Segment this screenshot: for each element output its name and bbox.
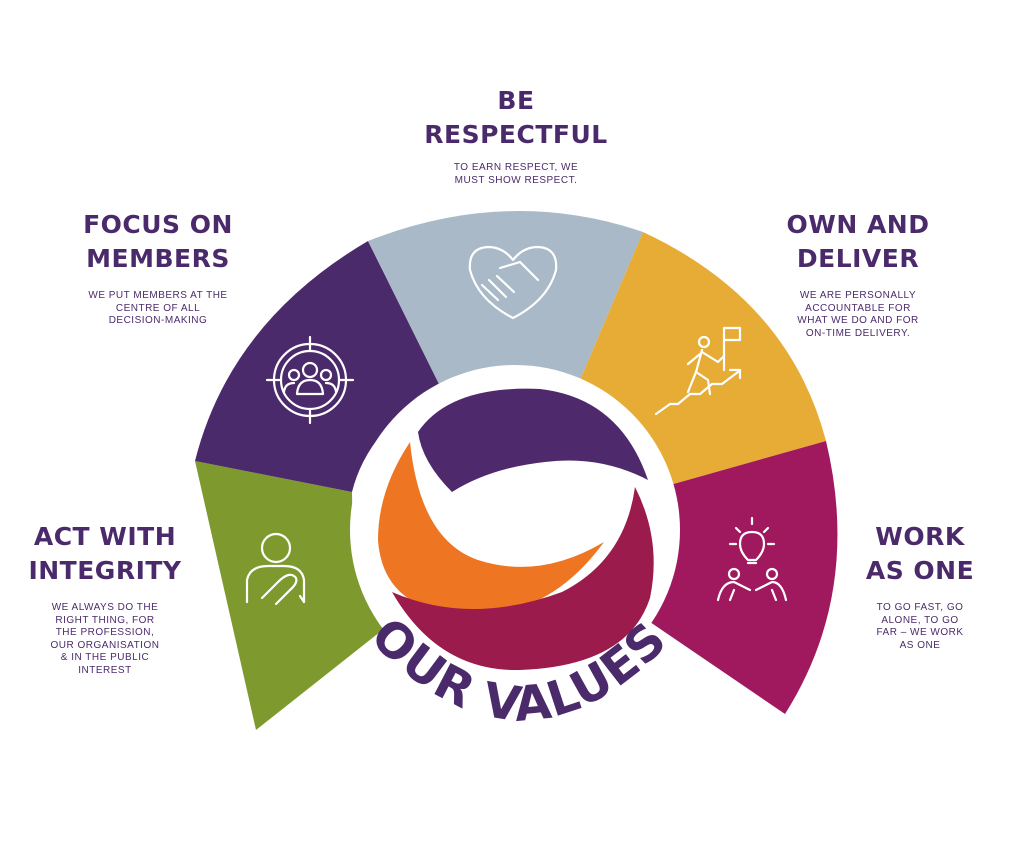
handshake-heart-icon <box>468 245 558 320</box>
value-title: ACT WITH INTEGRITY <box>20 520 190 588</box>
value-title-line: BE <box>497 86 535 115</box>
segment-act-with-integrity <box>195 461 385 730</box>
value-work-as-one: WORK AS ONE TO GO FAST, GO ALONE, TO GO … <box>850 520 990 652</box>
value-description-line: RIGHT THING, FOR <box>55 614 155 626</box>
value-description-line: WE ARE PERSONALLY <box>799 290 917 301</box>
value-title-line: AS ONE <box>865 556 975 585</box>
value-act-with-integrity: ACT WITH INTEGRITY WE ALWAYS DO THE RIGH… <box>20 520 190 677</box>
value-own-and-deliver: OWN AND DELIVER WE ARE PERSONALLY ACCOUN… <box>768 208 948 340</box>
value-description-line: WE ALWAYS DO THE <box>51 602 159 613</box>
value-description-line: THE PROFESSION, <box>55 627 155 638</box>
logo-icon <box>378 388 654 671</box>
value-title-line: DELIVER <box>796 244 920 273</box>
team-idea-icon <box>716 516 788 602</box>
value-description-line: ALONE, TO GO <box>881 614 959 626</box>
value-be-respectful: BE RESPECTFUL TO EARN RESPECT, WE MUST S… <box>406 84 626 187</box>
target-group-icon <box>265 335 355 425</box>
value-description-line: FAR – WE WORK <box>876 627 964 638</box>
hand-on-heart-icon <box>245 532 306 606</box>
value-title: OWN AND DELIVER <box>768 208 948 276</box>
value-description-line: WE PUT MEMBERS AT THE <box>88 290 228 301</box>
value-title: WORK AS ONE <box>850 520 990 588</box>
value-title-line: ACT WITH <box>33 522 177 551</box>
segment-work-as-one <box>650 441 838 714</box>
value-description-line: OUR ORGANISATION <box>50 639 160 651</box>
segment-be-respectful <box>368 211 643 386</box>
value-description-line: TO EARN RESPECT, WE <box>453 162 579 173</box>
value-focus-on-members: FOCUS ON MEMBERS WE PUT MEMBERS AT THE C… <box>68 208 248 328</box>
value-title-line: INTEGRITY <box>28 556 182 585</box>
value-description-line: CENTRE OF ALL <box>115 302 201 314</box>
value-description: WE ARE PERSONALLY ACCOUNTABLE FOR WHAT W… <box>768 290 948 340</box>
value-title-line: FOCUS ON <box>83 210 233 239</box>
value-description: WE ALWAYS DO THE RIGHT THING, FOR THE PR… <box>20 602 190 677</box>
value-description-line: & IN THE PUBLIC <box>60 652 150 663</box>
value-title: BE RESPECTFUL <box>406 84 626 152</box>
value-description-line: AS ONE <box>899 639 941 651</box>
climber-flag-icon <box>654 326 742 416</box>
value-title: FOCUS ON MEMBERS <box>68 208 248 276</box>
value-description-line: TO GO FAST, GO <box>876 602 964 613</box>
value-description: TO EARN RESPECT, WE MUST SHOW RESPECT. <box>406 162 626 187</box>
value-description-line: INTEREST <box>78 664 132 676</box>
value-title-line: MEMBERS <box>86 244 230 273</box>
value-description-line: ON-TIME DELIVERY. <box>805 327 911 339</box>
value-description-line: DECISION-MAKING <box>108 315 208 326</box>
value-title-line: WORK <box>875 522 965 551</box>
value-title-line: OWN AND <box>786 210 930 239</box>
segment-own-and-deliver <box>580 232 826 485</box>
value-description-line: MUST SHOW RESPECT. <box>454 174 578 186</box>
value-description: WE PUT MEMBERS AT THE CENTRE OF ALL DECI… <box>68 290 248 328</box>
value-title-line: RESPECTFUL <box>424 120 608 149</box>
segment-focus-on-members <box>195 241 440 492</box>
value-description-line: ACCOUNTABLE FOR <box>805 302 911 314</box>
value-description-line: WHAT WE DO AND FOR <box>797 315 919 326</box>
value-description: TO GO FAST, GO ALONE, TO GO FAR – WE WOR… <box>850 602 990 652</box>
